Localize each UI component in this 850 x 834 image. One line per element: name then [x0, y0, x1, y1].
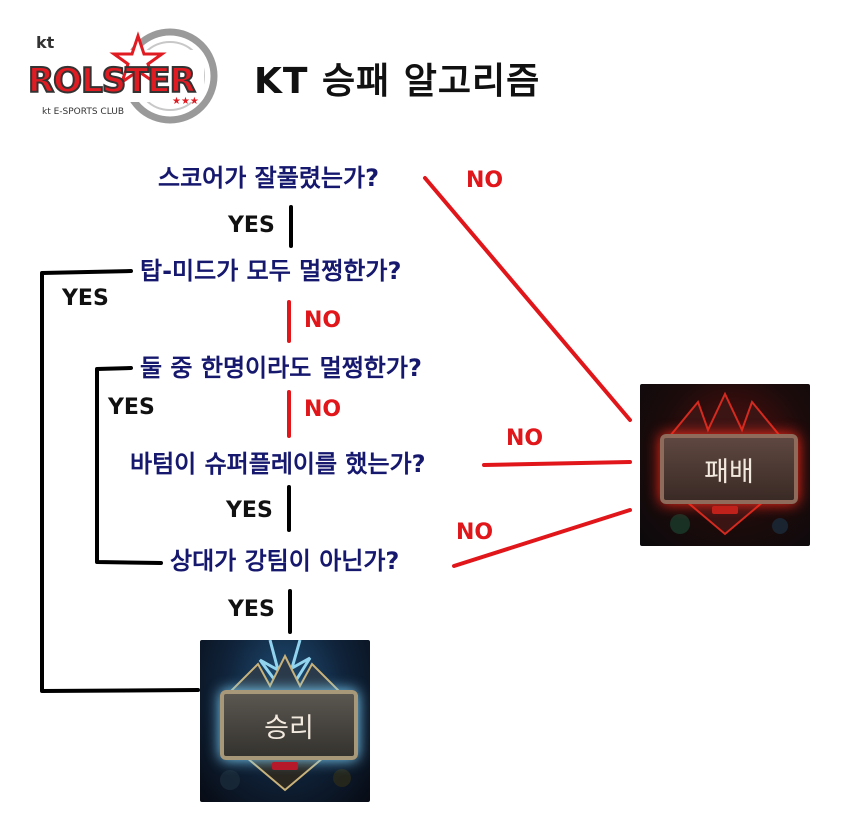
- yes-label-4: YES: [226, 498, 273, 523]
- yes-connector-3-5: [95, 366, 163, 565]
- victory-result-image: 승리: [200, 640, 370, 802]
- yes-label-5: YES: [228, 597, 275, 622]
- yes-label-3: YES: [108, 395, 155, 420]
- question-1: 스코어가 잘풀렸는가?: [158, 164, 379, 192]
- no-connector-4-lose: [482, 460, 632, 467]
- svg-text:★★★: ★★★: [172, 96, 199, 107]
- defeat-plaque: 패배: [660, 434, 798, 504]
- no-connector-1-lose: [423, 176, 632, 422]
- defeat-crest-graphic: [667, 391, 788, 536]
- defeat-continue-tab: [712, 506, 738, 514]
- question-3: 둘 중 한명이라도 멀쩡한가?: [140, 354, 422, 382]
- defeat-result-image: 패배: [640, 384, 810, 546]
- no-label-3: NO: [304, 397, 342, 422]
- svg-text:ROLSTER: ROLSTER: [28, 61, 196, 101]
- victory-plaque: 승리: [220, 690, 358, 760]
- victory-crest-graphic: [220, 640, 351, 792]
- yes-label-2: YES: [62, 286, 109, 311]
- no-label-1: NO: [466, 168, 504, 193]
- question-5: 상대가 강팀이 아닌가?: [170, 547, 400, 575]
- no-label-5: NO: [456, 520, 494, 545]
- no-label-2: NO: [304, 308, 342, 333]
- svg-text:kt E-SPORTS CLUB: kt E-SPORTS CLUB: [42, 107, 124, 117]
- kt-rolster-logo: kt ROLSTER ★★★ kt E-SPORTS CLUB: [22, 28, 218, 124]
- page-title: KT 승패 알고리즘: [254, 61, 541, 102]
- yes-connector-2-win: [40, 269, 200, 693]
- kt-rolster-logo-graphic: kt ROLSTER ★★★ kt E-SPORTS CLUB: [26, 28, 218, 124]
- question-2: 탑-미드가 모두 멀쩡한가?: [140, 257, 402, 285]
- no-label-4: NO: [506, 426, 544, 451]
- victory-continue-tab: [272, 762, 298, 770]
- no-connector-5-lose: [452, 508, 632, 568]
- yes-label-1: YES: [228, 213, 275, 238]
- question-4: 바텀이 슈퍼플레이를 했는가?: [130, 450, 426, 478]
- svg-text:kt: kt: [36, 33, 55, 52]
